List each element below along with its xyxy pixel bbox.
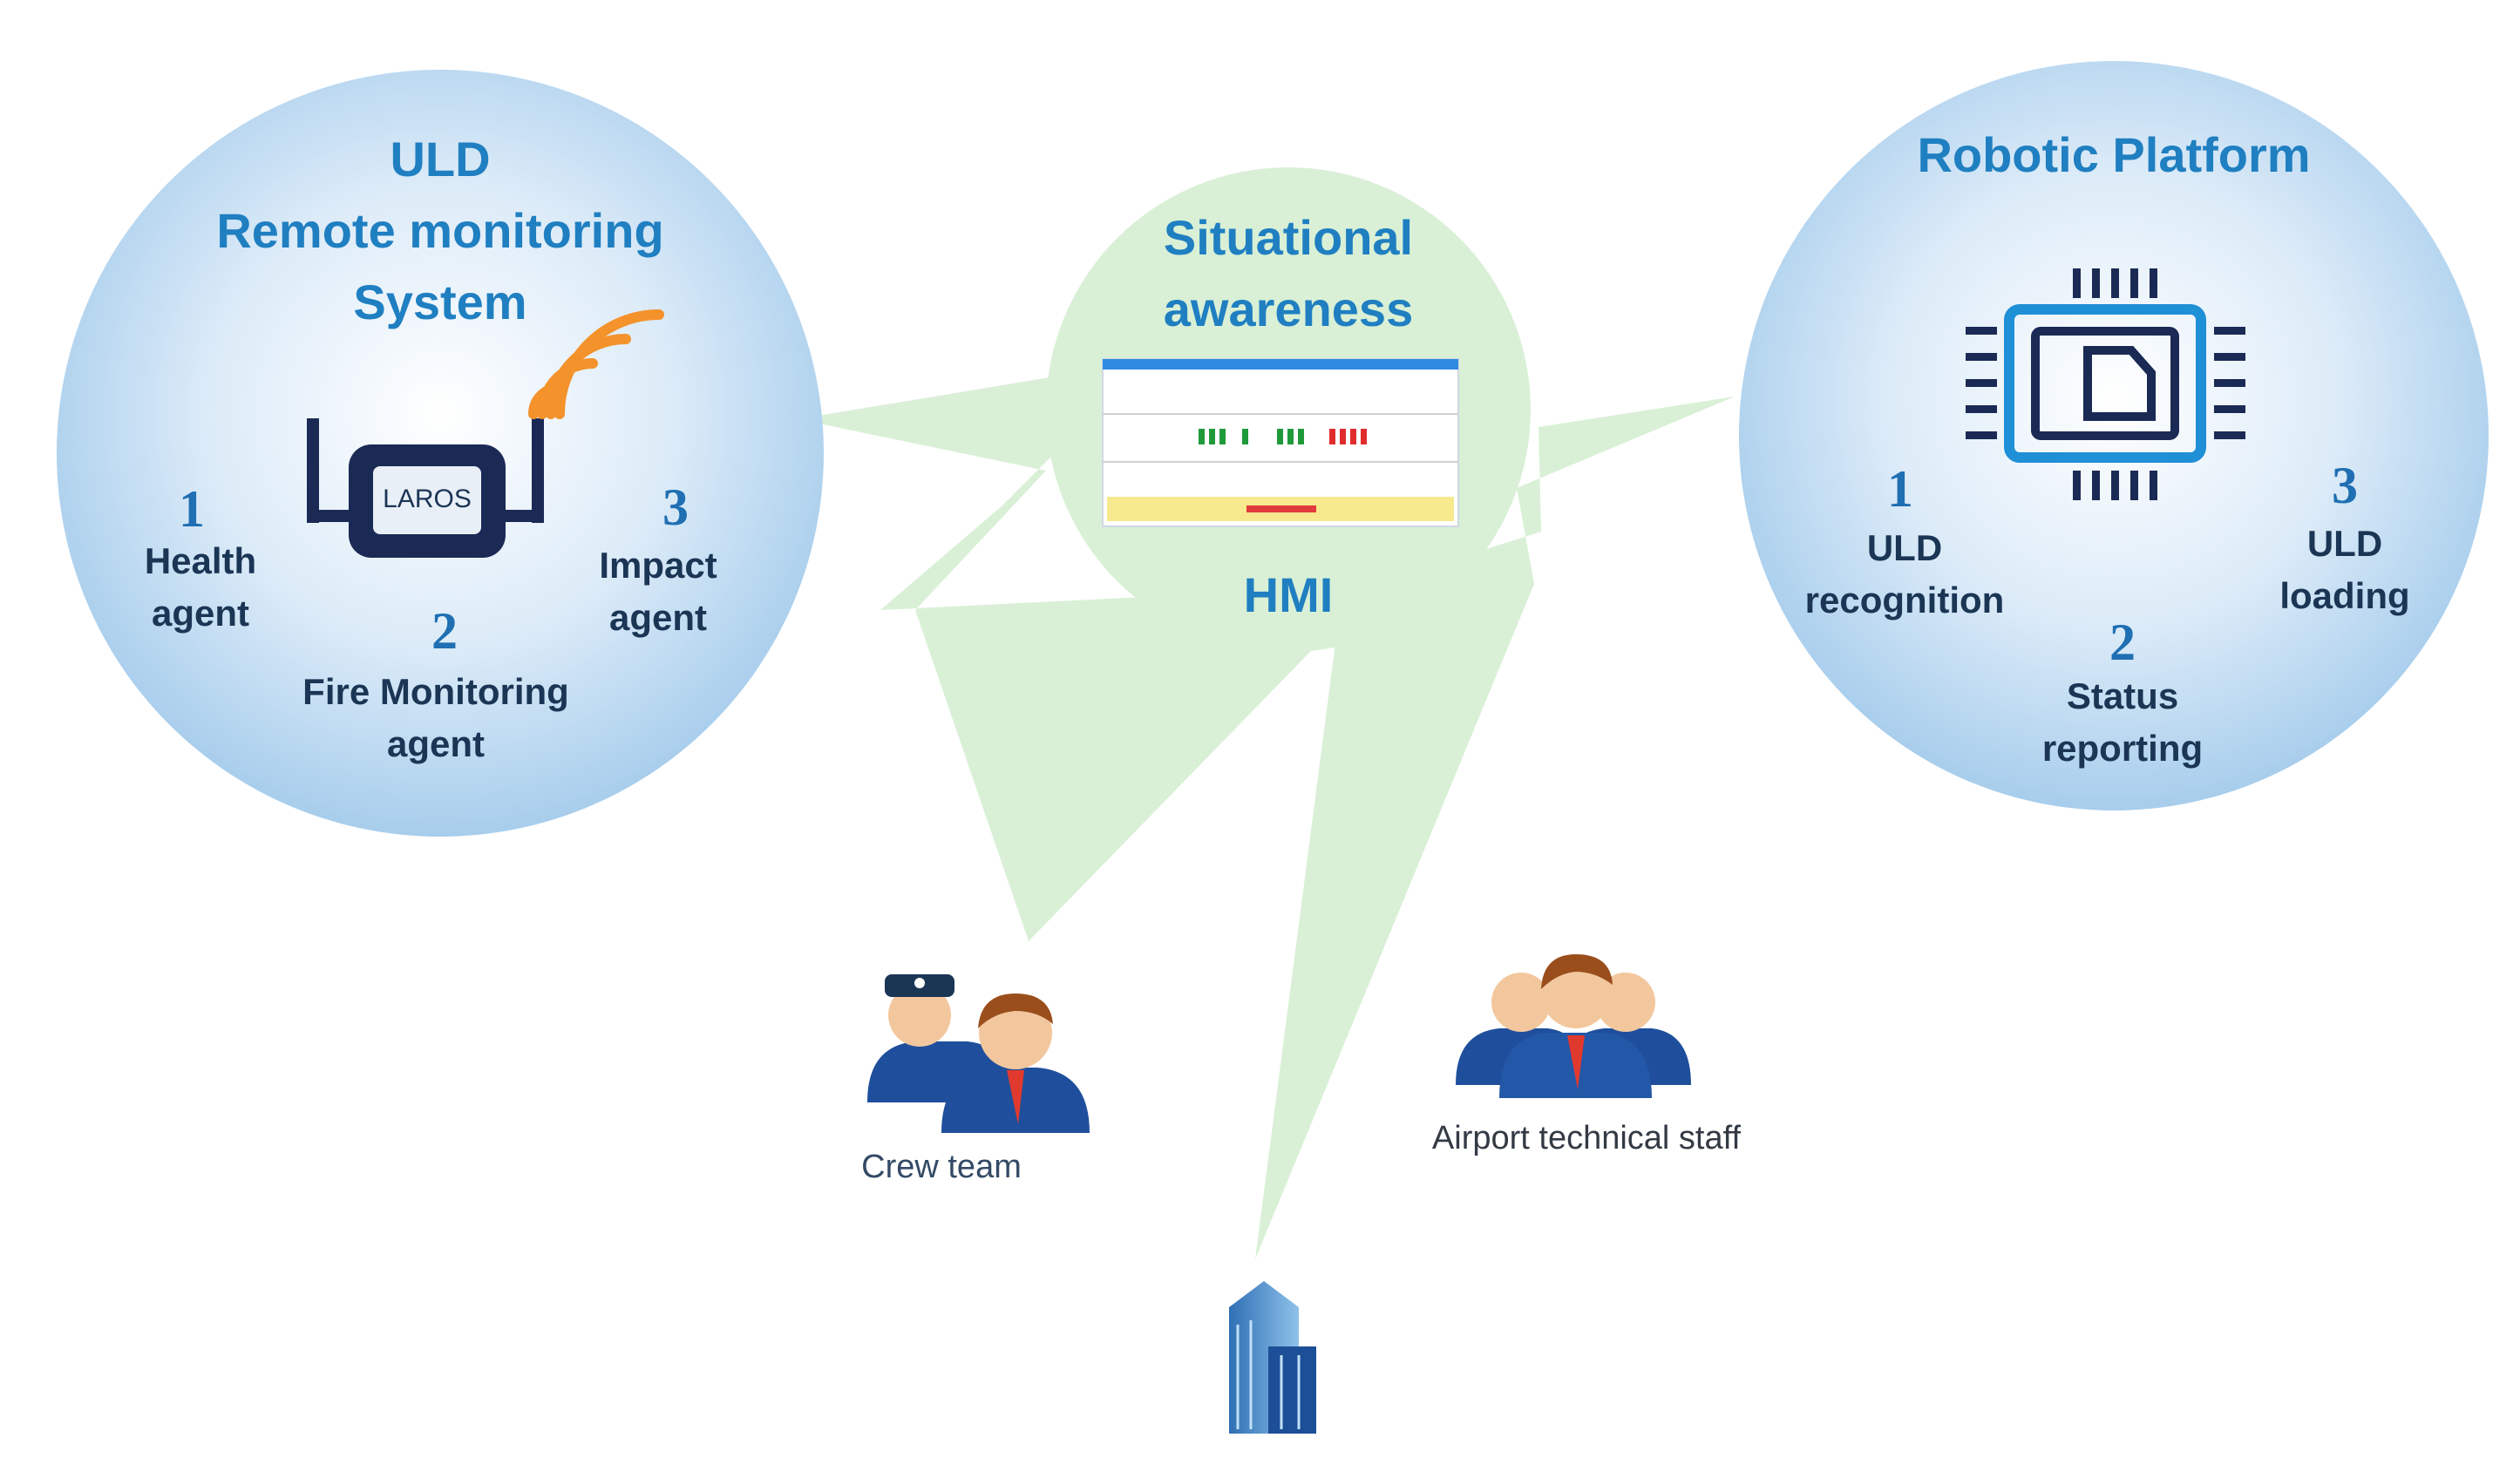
hub-spokes-shape — [798, 375, 1735, 1259]
airport-staff-icon — [1456, 954, 1691, 1098]
uld-recognition-label-line1: ULD — [1866, 527, 1943, 568]
uld-title-line2: Remote monitoring — [216, 203, 664, 258]
health-agent-label-line1: Health — [144, 540, 257, 581]
impact-agent-label-line2: agent — [608, 597, 707, 638]
building-icon — [1229, 1281, 1316, 1434]
processor-chip-icon — [1966, 268, 2245, 500]
fire-monitoring-label-line1: Fire Monitoring — [302, 671, 569, 712]
agent2-number: 2 — [431, 602, 458, 660]
crew-team-icon — [867, 974, 1090, 1133]
hmi-label: HMI — [1243, 567, 1334, 622]
wifi-signal-icon — [528, 309, 664, 419]
fire-monitoring-label-line2: agent — [386, 723, 485, 764]
status-reporting-label-line1: Status — [2066, 675, 2179, 716]
hmi-screen-icon — [1102, 358, 1459, 527]
robotic-item1-number: 1 — [1887, 460, 1913, 518]
uld-title-line1: ULD — [390, 132, 491, 186]
situational-title-line1: Situational — [1163, 210, 1414, 265]
laros-device-icon — [307, 418, 544, 558]
agent1-number: 1 — [179, 480, 205, 538]
robotic-platform-title: Robotic Platform — [1917, 127, 2311, 182]
uld-title-line3: System — [353, 275, 527, 329]
health-agent-label-line2: agent — [151, 593, 249, 634]
robotic-item2-number: 2 — [2109, 614, 2136, 671]
impact-agent-label-line1: Impact — [599, 545, 717, 586]
situational-title-line2: awareness — [1163, 281, 1414, 336]
robotic-item3-number: 3 — [2332, 457, 2358, 514]
uld-recognition-label-line2: recognition — [1804, 580, 2005, 620]
uld-loading-label-line1: ULD — [2306, 523, 2383, 564]
agent3-number: 3 — [662, 478, 689, 536]
crew-team-label: Crew team — [861, 1149, 1022, 1185]
uld-loading-label-line2: loading — [2279, 575, 2410, 616]
status-reporting-label-line2: reporting — [2041, 728, 2204, 769]
laros-device-label: LAROS — [383, 485, 472, 513]
airport-staff-label: Airport technical staff — [1431, 1120, 1742, 1156]
